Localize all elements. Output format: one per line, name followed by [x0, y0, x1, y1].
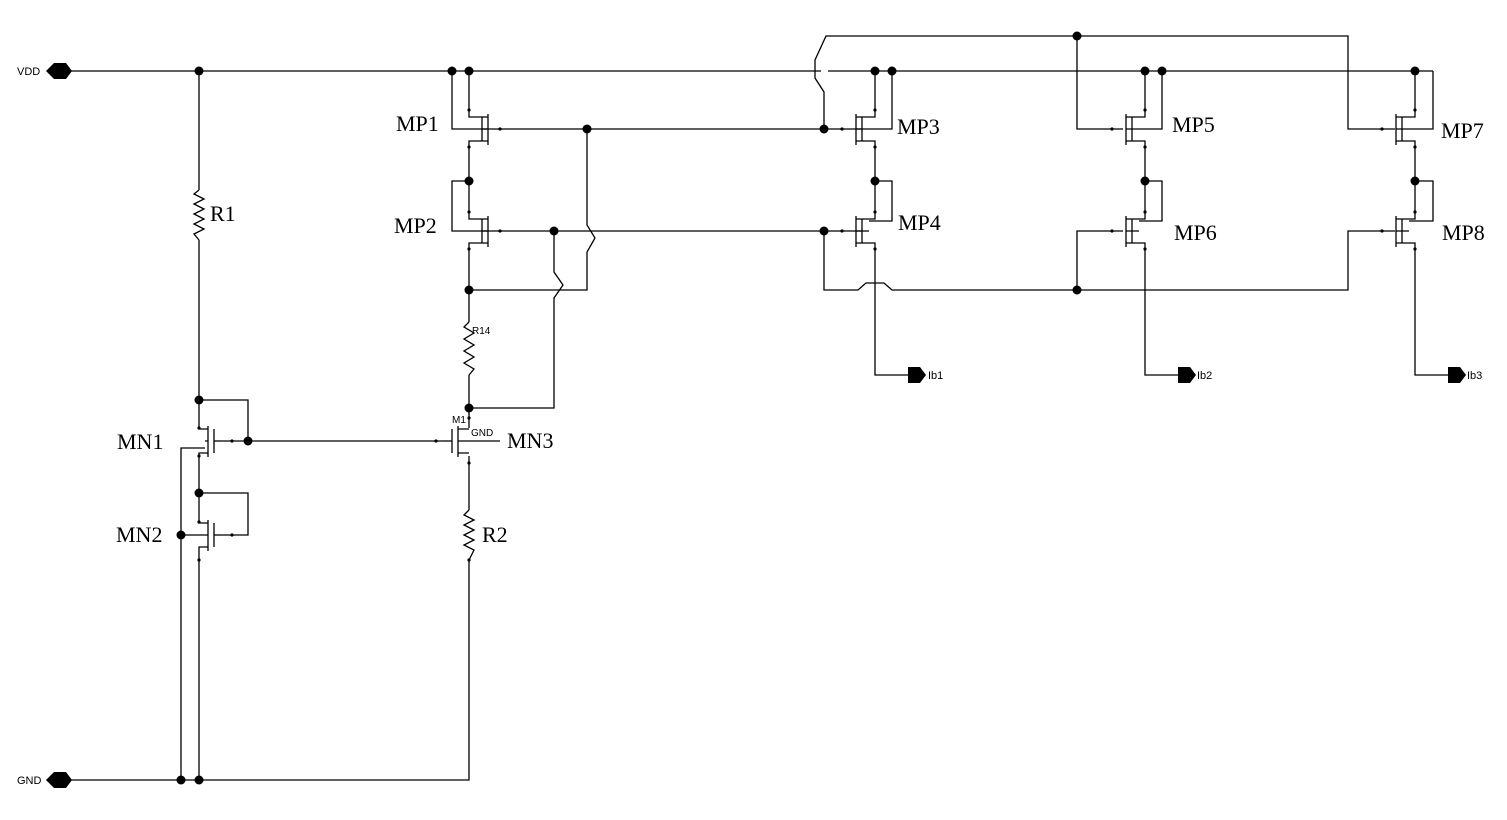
- label-r2: R2: [482, 522, 508, 547]
- label-m1: M1: [452, 415, 466, 426]
- vdd-label: VDD: [17, 66, 40, 78]
- label-mp2: MP2: [394, 213, 437, 238]
- ib3-label: Ib3: [1467, 370, 1482, 382]
- gnd-rail: [70, 560, 470, 781]
- ib2-label: Ib2: [1197, 370, 1212, 382]
- label-mp5: MP5: [1172, 112, 1215, 137]
- resistors: [192, 189, 476, 561]
- mp5-vdd-wire: [1139, 71, 1163, 130]
- label-r1: R1: [210, 201, 236, 226]
- mn-body-wire: [180, 447, 205, 780]
- port-gnd: GND: [17, 772, 72, 788]
- nmos-mn3: [445, 426, 469, 457]
- port-vdd: VDD: [17, 63, 72, 79]
- label-mn3: MN3: [507, 428, 553, 453]
- label-r14: R14: [472, 326, 491, 337]
- pmos-mp1: [468, 110, 500, 147]
- ib1-label: Ib1: [928, 370, 943, 382]
- mp6-gate-feed: [1076, 230, 1123, 290]
- mp6-ib2-wire: [1144, 249, 1178, 376]
- mp7-vdd-wire: [1409, 71, 1434, 130]
- pmos-mp6: [1125, 212, 1146, 249]
- label-mn1: MN1: [117, 429, 163, 454]
- pmos-mp7: [1395, 110, 1416, 147]
- resistor-r1-symbol: [192, 189, 206, 241]
- nmos-mn1: [198, 426, 221, 457]
- mp4-ib1-wire: [874, 249, 908, 376]
- label-mp4: MP4: [898, 210, 941, 235]
- transistors: [198, 110, 1416, 551]
- mp5-gate-feed: [1076, 36, 1123, 130]
- label-mp7: MP7: [1441, 118, 1484, 143]
- resistor-r14-symbol: [462, 321, 476, 376]
- top-bypass-wire: [814, 35, 1395, 130]
- resistor-r2-symbol: [462, 509, 476, 561]
- mp8-ib3-wire: [1414, 249, 1448, 376]
- device-labels: MP1 MP2 MP3 MP4 MP5 MP6 MP7 MP8 MN1 MN2 …: [116, 111, 1485, 547]
- junction-dots: [176, 31, 1420, 785]
- label-mp8: MP8: [1442, 220, 1485, 245]
- port-ib1: Ib1: [908, 367, 943, 383]
- mn1-diode-wire: [198, 399, 249, 441]
- label-mn3-body: GND: [471, 428, 493, 439]
- label-mp1: MP1: [396, 111, 439, 136]
- pmos-mp5: [1125, 110, 1146, 147]
- bottom-gate-bus: [823, 230, 1395, 291]
- gnd-label: GND: [17, 775, 42, 787]
- mp1-vdd-wire: [451, 71, 474, 130]
- label-mn2: MN2: [116, 522, 162, 547]
- pmos-mp4: [824, 212, 876, 249]
- label-mp6: MP6: [1174, 220, 1217, 245]
- port-ib3: Ib3: [1448, 367, 1482, 383]
- pmos-mp3: [824, 110, 876, 147]
- pmos-mp8: [1395, 212, 1416, 249]
- pmos-mp2: [468, 212, 500, 249]
- feedback-wire-2: [469, 231, 564, 409]
- label-mp3: MP3: [897, 114, 940, 139]
- mp3-vdd-wire: [869, 71, 893, 130]
- wires: [70, 35, 1448, 781]
- feedback-wire-1: [469, 129, 596, 291]
- port-ib2: Ib2: [1178, 367, 1212, 383]
